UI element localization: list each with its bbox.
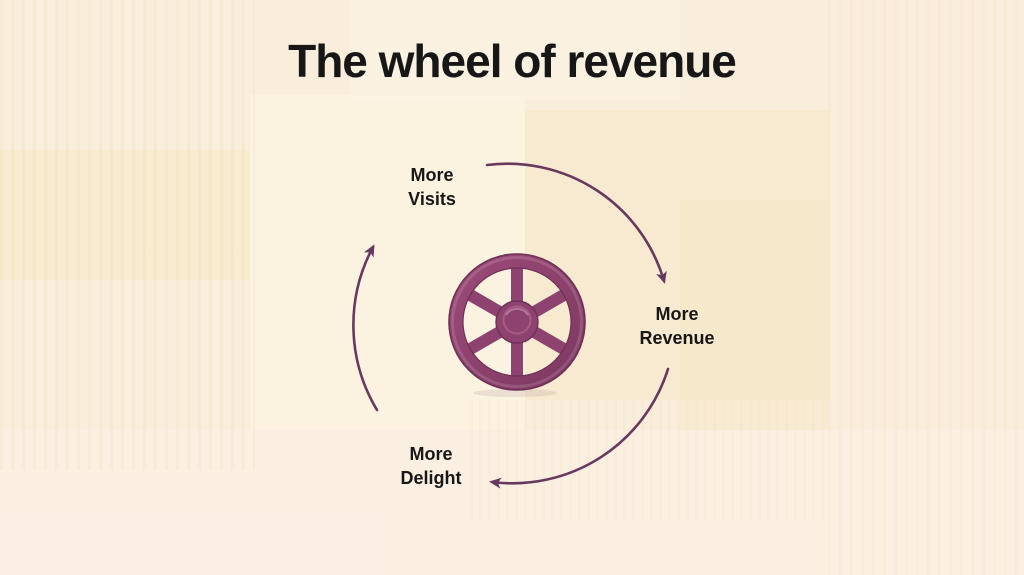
wheel-rim (449, 254, 585, 390)
arrow-revenue-to-delight (489, 367, 670, 489)
wheel-hub-boss (503, 306, 531, 334)
page-title: The wheel of revenue (288, 35, 737, 87)
cycle-node-label-line: Visits (408, 189, 456, 210)
wheel-hub-edge (495, 300, 539, 344)
wheel-rim-outer-edge (448, 253, 586, 391)
cycle-node-label-line: More (410, 165, 454, 185)
cycle-node-label-line: Revenue (639, 328, 715, 349)
wheel-icon (441, 246, 593, 398)
wheel-graphic (448, 253, 586, 397)
wheel-shadow (473, 389, 557, 397)
arrow-visits-to-revenue (485, 162, 667, 284)
cycle-node-more-visits: More Visits (408, 163, 456, 212)
cycle-node-more-delight: More Delight (401, 442, 462, 491)
cycle-node-label-line: Delight (400, 468, 462, 489)
wheel-rim-inner-edge (462, 267, 572, 377)
wheel-rim-highlight (451, 256, 583, 388)
arrow-delight-to-visits (352, 244, 379, 412)
wheel-hub-highlight (505, 308, 529, 316)
cycle-node-label-line: More (655, 304, 699, 324)
wheel-hub-boss-ring (502, 305, 532, 335)
cycle-node-label-line: More (409, 444, 453, 464)
cycle-node-more-revenue: More Revenue (639, 302, 714, 351)
